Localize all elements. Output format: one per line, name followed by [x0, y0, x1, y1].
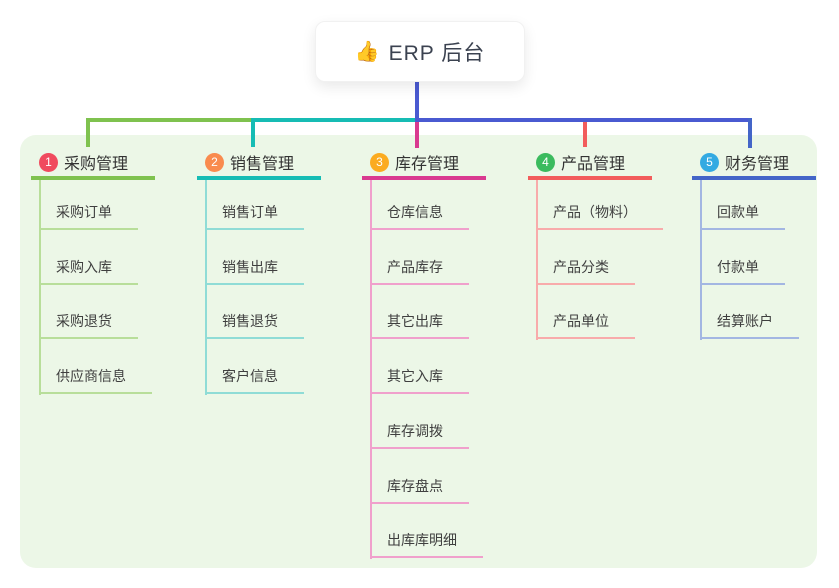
branch-spine-line [700, 180, 702, 340]
branch-spine-line [370, 180, 372, 559]
node-item[interactable]: 产品（物料） [536, 203, 663, 230]
branch-spine-line [39, 180, 41, 395]
branch-label: 销售管理 [230, 156, 295, 173]
node-item[interactable]: 客户信息 [205, 367, 304, 394]
branch-number-badge: 4 [536, 152, 555, 172]
bus-segment-3 [415, 118, 752, 122]
node-item[interactable]: 产品库存 [370, 258, 469, 285]
branch-header-2[interactable]: 2 销售管理 [197, 148, 321, 180]
branch-drop-line [415, 122, 419, 148]
branch-drop-line [748, 118, 752, 148]
root-title: ERP 后台 [388, 41, 486, 65]
branch-header-3[interactable]: 3 库存管理 [362, 148, 486, 180]
branch-number-badge: 5 [700, 152, 719, 172]
node-item[interactable]: 库存盘点 [370, 477, 469, 504]
node-item[interactable]: 销售出库 [205, 258, 304, 285]
bus-segment-2 [251, 118, 421, 122]
branch-header-5[interactable]: 5 财务管理 [692, 148, 816, 180]
node-item[interactable]: 销售退货 [205, 312, 304, 339]
node-item[interactable]: 采购订单 [39, 203, 138, 230]
node-item[interactable]: 销售订单 [205, 203, 304, 230]
node-item[interactable]: 其它入库 [370, 367, 469, 394]
node-item[interactable]: 仓库信息 [370, 203, 469, 230]
node-item[interactable]: 付款单 [700, 258, 785, 285]
branch-number-badge: 3 [370, 152, 389, 172]
node-item[interactable]: 结算账户 [700, 312, 799, 339]
branch-drop-line [583, 122, 587, 147]
node-item[interactable]: 库存调拨 [370, 422, 469, 449]
node-item[interactable]: 产品单位 [536, 312, 635, 339]
branch-header-4[interactable]: 4 产品管理 [528, 148, 652, 180]
branch-label: 库存管理 [395, 156, 460, 173]
node-item[interactable]: 回款单 [700, 203, 785, 230]
node-item[interactable]: 其它出库 [370, 312, 469, 339]
node-item[interactable]: 供应商信息 [39, 367, 152, 394]
branch-number-badge: 2 [205, 152, 224, 172]
branch-header-1[interactable]: 1 采购管理 [31, 148, 155, 180]
branch-spine-line [205, 180, 207, 395]
branch-label: 财务管理 [725, 156, 790, 173]
branches-panel [20, 135, 817, 568]
node-item[interactable]: 采购退货 [39, 312, 138, 339]
branch-label: 采购管理 [64, 156, 129, 173]
root-stem-line [415, 80, 419, 122]
branch-drop-line [251, 118, 255, 147]
branch-spine-line [536, 180, 538, 340]
thumbs-up-icon: 👍 [354, 40, 380, 63]
node-item[interactable]: 出库库明细 [370, 531, 483, 558]
branch-number-badge: 1 [39, 152, 58, 172]
node-item[interactable]: 产品分类 [536, 258, 635, 285]
root-node[interactable]: 👍 ERP 后台 [315, 21, 525, 82]
branch-drop-line [86, 118, 90, 147]
branch-label: 产品管理 [561, 156, 626, 173]
bus-segment-1 [86, 118, 257, 122]
node-item[interactable]: 采购入库 [39, 258, 138, 285]
